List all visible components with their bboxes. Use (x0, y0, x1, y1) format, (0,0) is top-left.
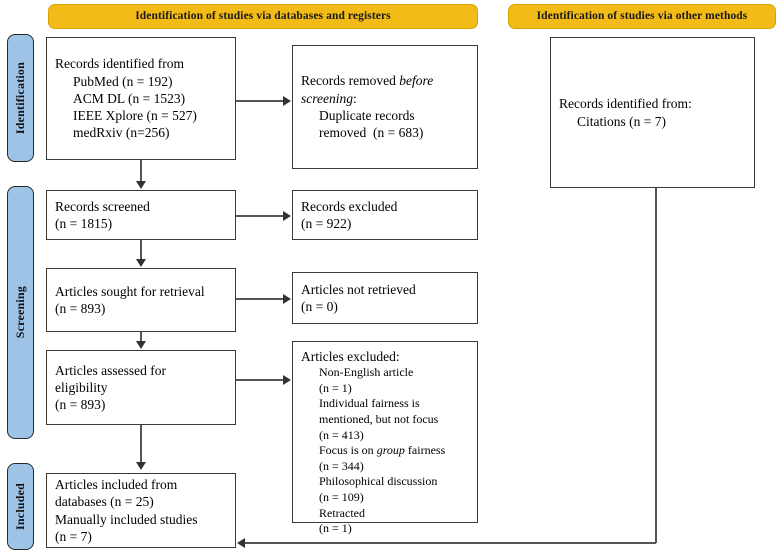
connector-citations-vertical (655, 188, 657, 543)
articles-excluded-count-group-fairness: (n = 344) (319, 458, 364, 473)
connector-identified-to-removed (236, 100, 284, 102)
box-records-screened: Records screened (n = 1815) (46, 190, 236, 240)
arrow-citations-to-included (237, 538, 245, 548)
records-identified-source-medrxiv: medRxiv (n=256) (73, 125, 170, 141)
articles-excluded-count-individual-fairness: (n = 413) (319, 427, 364, 442)
connector-screened-to-sought (140, 240, 142, 260)
stage-label-screening: Screening (13, 286, 27, 339)
header-identification-other-methods: Identification of studies via other meth… (508, 4, 776, 29)
articles-sought-count: (n = 893) (55, 301, 106, 316)
stage-rail-identification: Identification (7, 34, 34, 162)
articles-excluded-count-retracted: (n = 1) (319, 521, 352, 536)
box-articles-excluded: Articles excluded: Non-English article (… (292, 341, 478, 535)
stage-label-included: Included (13, 483, 27, 530)
articles-excluded-reason-non-english: Non-English article (319, 365, 414, 380)
records-removed-line2-colon: : (352, 90, 357, 106)
box-records-identified: Records identified from PubMed (n = 192)… (46, 37, 236, 160)
records-removed-line4: removed (n = 683) (319, 125, 424, 141)
stage-rail-included: Included (7, 463, 34, 550)
articles-included-line4: (n = 7) (55, 528, 92, 544)
arrow-screened-to-excluded (283, 211, 291, 221)
records-removed-line3: Duplicate records (319, 108, 415, 123)
box-articles-not-retrieved: Articles not retrieved (n = 0) (292, 272, 478, 324)
group-fairness-emphasis: group (376, 443, 405, 458)
articles-excluded-count-non-english: (n = 1) (319, 380, 352, 395)
citations-line2: Citations (n = 7) (577, 113, 666, 129)
box-articles-assessed-for-eligibility: Articles assessed for eligibility (n = 8… (46, 350, 236, 425)
arrow-sought-to-assessed (136, 341, 146, 349)
arrow-identified-to-removed (283, 96, 291, 106)
records-removed-line2-emphasis: screening (301, 90, 353, 106)
stage-label-identification: Identification (13, 61, 27, 135)
records-identified-title: Records identified from (55, 56, 184, 72)
box-records-identified-citations: Records identified from: Citations (n = … (550, 37, 755, 188)
articles-excluded-reason-philosophical: Philosophical discussion (319, 474, 438, 489)
box-articles-included: Articles included from databases (n = 25… (46, 473, 236, 548)
articles-included-line3: Manually included studies (55, 511, 198, 527)
records-identified-source-pubmed: PubMed (n = 192) (73, 73, 173, 89)
arrow-identified-to-screened (136, 181, 146, 189)
arrow-sought-to-notretrieved (283, 294, 291, 304)
articles-excluded-reason-group-fairness: Focus is on group fairness (301, 443, 469, 459)
box-records-excluded: Records excluded (n = 922) (292, 190, 478, 240)
connector-citations-to-included (245, 542, 656, 544)
header-identification-databases: Identification of studies via databases … (48, 4, 478, 29)
records-removed-line1: Records removed before (301, 72, 469, 89)
articles-assessed-line1: Articles assessed for (55, 362, 166, 378)
articles-assessed-line2: eligibility (55, 379, 108, 395)
group-fairness-text-post: fairness (404, 443, 446, 458)
records-excluded-label: Records excluded (301, 198, 398, 214)
box-articles-sought-for-retrieval: Articles sought for retrieval (n = 893) (46, 268, 236, 332)
stage-rail-screening: Screening (7, 186, 34, 439)
records-identified-source-acmdl: ACM DL (n = 1523) (73, 90, 186, 106)
connector-sought-to-assessed (140, 332, 142, 342)
articles-sought-label: Articles sought for retrieval (55, 283, 205, 299)
arrow-assessed-to-articlesexcluded (283, 375, 291, 385)
articles-included-line1: Articles included from (55, 476, 178, 492)
articles-excluded-reason-individual-fairness-1: Individual fairness is (319, 396, 420, 411)
connector-identified-to-screened (140, 160, 142, 182)
connector-sought-to-notretrieved (236, 298, 284, 300)
articles-excluded-count-philosophical: (n = 109) (319, 490, 364, 505)
records-removed-line2: screening: (301, 90, 469, 107)
articles-excluded-title: Articles excluded: (301, 349, 400, 364)
records-identified-source-ieeexplore: IEEE Xplore (n = 527) (73, 108, 197, 124)
box-records-removed-before-screening: Records removed before screening: Duplic… (292, 45, 478, 169)
records-removed-line1-text: Records removed (301, 73, 400, 89)
records-removed-line1-emphasis: before (399, 73, 434, 89)
articles-not-retrieved-count: (n = 0) (301, 299, 338, 314)
articles-assessed-count: (n = 893) (55, 397, 106, 413)
connector-screened-to-excluded (236, 215, 284, 217)
arrow-screened-to-sought (136, 259, 146, 267)
articles-included-line2: databases (n = 25) (55, 494, 154, 510)
citations-line1: Records identified from: (559, 96, 692, 112)
connector-assessed-to-included (140, 425, 142, 463)
records-screened-label: Records screened (55, 198, 150, 214)
records-screened-count: (n = 1815) (55, 216, 113, 231)
articles-not-retrieved-label: Articles not retrieved (301, 281, 416, 297)
records-excluded-count: (n = 922) (301, 216, 352, 231)
connector-assessed-to-articlesexcluded (236, 379, 284, 381)
arrow-assessed-to-included (136, 462, 146, 470)
articles-excluded-reason-retracted: Retracted (319, 505, 365, 520)
group-fairness-text-pre: Focus is on (319, 443, 377, 458)
articles-excluded-reason-individual-fairness-2: mentioned, but not focus (319, 412, 439, 427)
